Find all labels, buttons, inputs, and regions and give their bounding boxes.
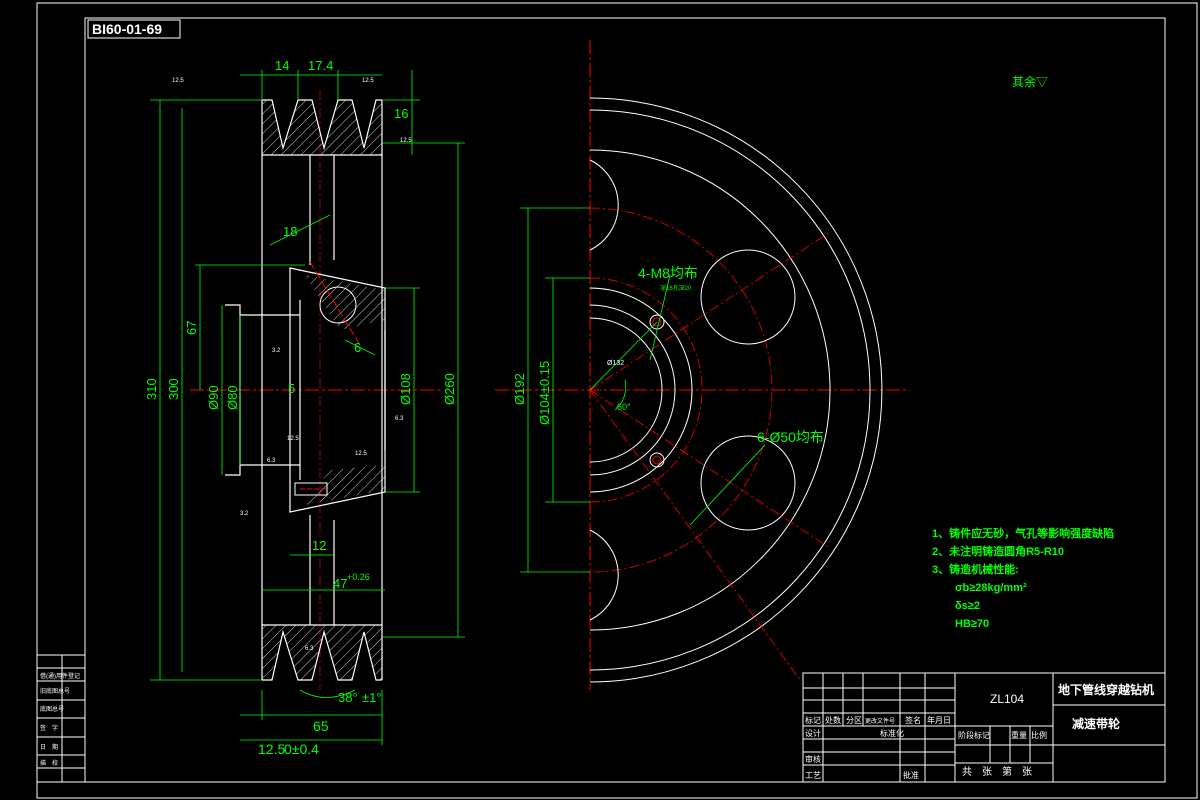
holes-m8-sub: 深16孔深20 <box>660 284 692 292</box>
roughness-1: 12.5 <box>172 78 184 84</box>
roughness-3: 12.5 <box>400 138 412 144</box>
material: ZL104 <box>990 692 1024 706</box>
scale-label: 比例 <box>1031 730 1047 740</box>
tech-note-4: σb≥28kg/mm² <box>955 582 1027 594</box>
end-dimension-lines <box>520 207 766 573</box>
tapped-hole-2 <box>649 452 665 468</box>
dim-192: Ø192 <box>512 373 527 405</box>
title-block <box>802 672 1166 783</box>
side-label-3: 底图总号 <box>40 705 64 713</box>
left-label-design: 设计 <box>805 728 821 738</box>
end-view: Ø192 Ø104±0.15 4-M8均布 深16孔深20 6-Ø50均布 Ø1… <box>495 40 910 690</box>
dimension-lines <box>150 70 465 745</box>
hole-section <box>319 286 357 324</box>
hatch-top-rim <box>262 100 382 155</box>
approve-label: 批准 <box>903 770 919 780</box>
project-name: 地下管线穿越钻机 <box>1058 682 1154 697</box>
dim-38-tol: ±1° <box>362 690 382 705</box>
dim-47: 47 <box>333 576 347 591</box>
dim-38: 38° <box>338 690 358 705</box>
hatch-hub-bottom <box>305 465 385 505</box>
roughness-9: 3.2 <box>240 511 249 517</box>
tapped-hole-1-inner <box>652 317 662 327</box>
side-label-4: 签 字 <box>40 724 58 732</box>
header-label-6: 年月日 <box>927 715 951 725</box>
side-label-5: 日 期 <box>40 743 58 751</box>
tech-note-1: 1、铸件应无砂，气孔等影响强度缺陷 <box>932 526 1114 540</box>
radial-centerlines <box>589 231 831 681</box>
tapped-hole-2-inner <box>652 455 662 465</box>
side-label-1: 借(通)用件登记 <box>40 672 80 680</box>
roughness-7: 12.5 <box>355 451 367 457</box>
tech-note-3: 3、铸造机械性能: <box>932 562 1019 576</box>
dim-90: Ø90 <box>206 385 221 410</box>
dim-5: 5 <box>288 381 295 396</box>
hatch-hub-top <box>305 275 385 330</box>
dim-300: 300 <box>166 378 181 400</box>
part-name: 减速带轮 <box>1072 716 1121 731</box>
dim-12-5: 12.5 <box>258 741 285 757</box>
dim-108: Ø108 <box>398 373 413 405</box>
angle-60: 60° <box>617 402 631 412</box>
holes-50-label: 6-Ø50均布 <box>757 429 824 445</box>
roughness-6: 6.3 <box>267 458 276 464</box>
side-label-6: 描 校 <box>40 759 58 767</box>
stage-label: 阶段标记 <box>958 730 990 740</box>
weight-label: 重量 <box>1011 730 1027 740</box>
dim-17-4: 17.4 <box>308 58 333 73</box>
header-label-4: 更改文件号 <box>865 717 895 725</box>
tech-note-5: δs≥2 <box>955 600 980 612</box>
dim-16: 16 <box>394 106 408 121</box>
tech-note-2: 2、未注明铸造圆角R5-R10 <box>932 544 1064 558</box>
sheet-label: 共 张 第 张 <box>962 765 1032 778</box>
hatch-bottom-rim <box>262 625 382 680</box>
roughness-5: 12.5 <box>287 436 299 442</box>
left-label-process: 工艺 <box>805 771 821 780</box>
standard-label: 标准化 <box>880 728 904 738</box>
drawing-number-box <box>87 19 181 39</box>
header-label-5: 签名 <box>905 715 921 725</box>
section-view: 14 17.4 16 18 12 47 +0.26 65 12.5 0±0.4 … <box>144 58 465 757</box>
roughness-2: 12.5 <box>362 78 374 84</box>
roughness-4: 3.2 <box>272 348 281 354</box>
left-label-review: 审核 <box>805 754 821 764</box>
roughness-8: 6.3 <box>395 416 404 422</box>
outer-border <box>36 2 1198 799</box>
end-arcs <box>589 97 883 683</box>
set-screw <box>294 482 328 496</box>
dim-310: 310 <box>144 378 159 400</box>
lightening-holes <box>589 159 796 621</box>
hole-axis <box>309 261 361 346</box>
dim-12: 12 <box>312 538 326 553</box>
header-label-3: 分区 <box>846 716 862 725</box>
dim-104: Ø104±0.15 <box>537 361 552 425</box>
dim-260: Ø260 <box>442 373 457 405</box>
drawing-number: BI60-01-69 <box>92 21 162 37</box>
dim-12-5-tol: 0±0.4 <box>284 741 319 757</box>
dim-67: 67 <box>184 321 199 335</box>
inner-border <box>84 17 1166 783</box>
side-label-2: 旧底图总号 <box>40 687 70 695</box>
header-label-2: 处数 <box>825 715 841 725</box>
dim-hole-small: Ø132 <box>607 360 624 367</box>
tech-note-6: HB≥70 <box>955 618 989 630</box>
roughness-10: 6.3 <box>305 646 314 652</box>
side-registration-block <box>36 654 86 783</box>
dim-47-tol: +0.26 <box>347 572 370 582</box>
dim-65: 65 <box>313 718 329 734</box>
dim-6: 6 <box>354 340 361 355</box>
header-label-1: 标记 <box>805 715 821 725</box>
pitch-circles <box>589 207 773 573</box>
dim-18: 18 <box>283 224 297 239</box>
dim-14: 14 <box>275 58 289 73</box>
holes-m8-label: 4-M8均布 <box>638 265 698 281</box>
surface-finish-note: 其余▽ <box>1012 74 1048 89</box>
dim-80: Ø80 <box>225 385 240 410</box>
